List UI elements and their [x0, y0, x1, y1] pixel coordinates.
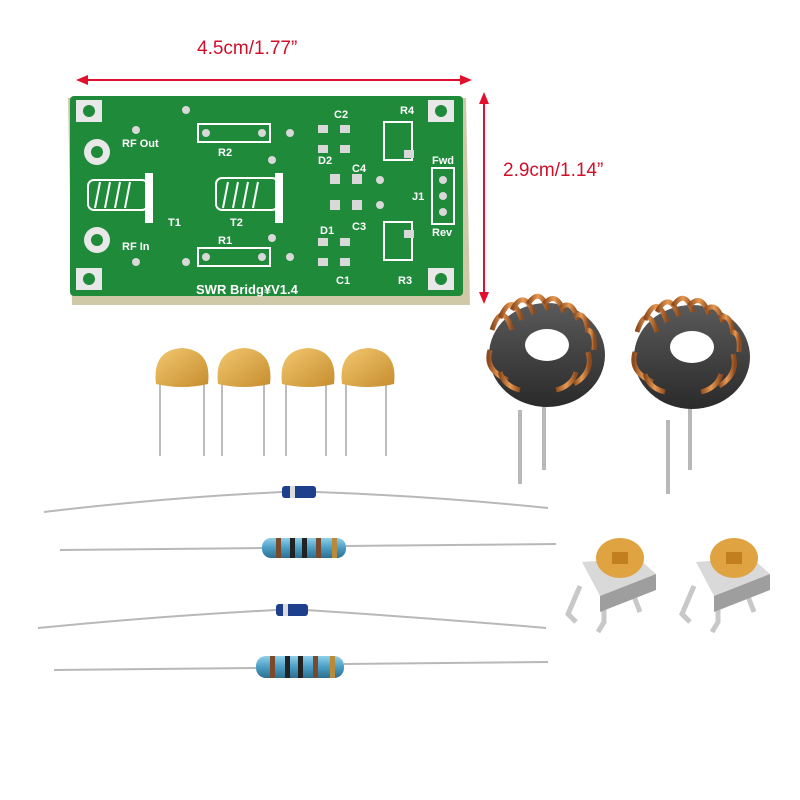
j1-label: J1 [412, 191, 424, 203]
rf-pads [84, 139, 110, 253]
height-dimension-label: 2.9cm/1.14” [503, 160, 604, 181]
resistor-footprints [197, 121, 413, 267]
d1-label: D1 [320, 225, 334, 237]
trimmer-potentiometer [679, 538, 770, 634]
c3-label: C3 [352, 221, 366, 233]
c4-label: C4 [352, 163, 367, 175]
ceramic-capacitor [155, 348, 209, 456]
t1-label: T1 [168, 217, 181, 229]
resistor [59, 538, 557, 558]
rev-label: Rev [432, 227, 453, 239]
fwd-label: Fwd [432, 155, 454, 167]
r3-label: R3 [398, 275, 412, 287]
r1-label: R1 [218, 235, 232, 247]
resistor [53, 656, 549, 678]
rf-in-label: RF In [122, 241, 150, 253]
ceramic-capacitor [281, 348, 335, 456]
r4-label: R4 [400, 105, 415, 117]
toroid-transformer [486, 293, 605, 484]
c2-label: C2 [334, 109, 348, 121]
diode [43, 486, 549, 513]
pcb-board: RF Out RF In R2 R1 R4 R3 C2 C4 C3 C1 D2 … [68, 96, 470, 305]
c1-label: C1 [336, 275, 350, 287]
height-arrow [479, 92, 489, 304]
r2-label: R2 [218, 147, 232, 159]
diode [37, 604, 547, 629]
width-arrow [76, 75, 472, 85]
mounting-holes [76, 100, 454, 290]
j1-connector [431, 167, 455, 225]
toroid-transformer [631, 295, 750, 494]
trimmer-potentiometer [565, 538, 656, 634]
transformer-footprints [87, 173, 283, 223]
board-title: SWR Bridg¥V1.4 [196, 282, 299, 297]
width-dimension-label: 4.5cm/1.77” [197, 38, 298, 59]
rf-out-label: RF Out [122, 138, 159, 150]
d2-label: D2 [318, 155, 332, 167]
component-pads [132, 106, 414, 266]
ceramic-capacitor [341, 348, 395, 456]
ceramic-capacitor [217, 348, 271, 456]
t2-label: T2 [230, 217, 243, 229]
